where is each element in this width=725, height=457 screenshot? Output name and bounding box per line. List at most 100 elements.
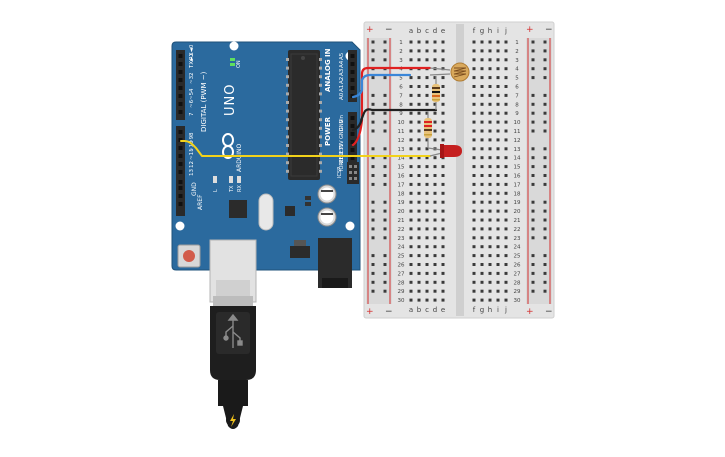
breadboard-hole[interactable] — [472, 218, 476, 222]
breadboard-hole[interactable] — [417, 227, 421, 231]
breadboard-hole[interactable] — [425, 138, 429, 142]
rail-hole[interactable] — [383, 120, 387, 124]
breadboard-hole[interactable] — [417, 191, 421, 195]
icsp-pin[interactable] — [349, 171, 352, 174]
breadboard-hole[interactable] — [480, 191, 484, 195]
breadboard-hole[interactable] — [417, 165, 421, 169]
breadboard-hole[interactable] — [504, 138, 508, 142]
breadboard-hole[interactable] — [409, 85, 413, 88]
breadboard-hole[interactable] — [425, 147, 429, 151]
rail-hole[interactable] — [543, 218, 547, 222]
breadboard-hole[interactable] — [409, 280, 413, 284]
rail-hole[interactable] — [371, 76, 375, 80]
breadboard-hole[interactable] — [488, 102, 492, 106]
breadboard-hole[interactable] — [504, 102, 508, 106]
breadboard-hole[interactable] — [425, 49, 429, 53]
rail-hole[interactable] — [371, 147, 375, 151]
rail-hole[interactable] — [531, 174, 535, 177]
breadboard-hole[interactable] — [480, 138, 484, 142]
breadboard-hole[interactable] — [488, 209, 492, 213]
header-pin[interactable] — [178, 180, 183, 184]
breadboard-hole[interactable] — [480, 67, 484, 71]
breadboard-hole[interactable] — [409, 165, 413, 169]
breadboard-hole[interactable] — [504, 93, 508, 97]
breadboard-hole[interactable] — [480, 263, 484, 266]
breadboard-hole[interactable] — [433, 263, 437, 266]
digital-pin[interactable] — [178, 86, 183, 90]
rail-hole[interactable] — [543, 263, 547, 266]
analog-pin[interactable] — [350, 70, 355, 74]
rail-hole[interactable] — [531, 165, 535, 169]
breadboard-hole[interactable] — [488, 138, 492, 142]
breadboard-hole[interactable] — [488, 129, 492, 133]
rail-hole[interactable] — [543, 156, 547, 160]
resistor-led[interactable] — [424, 112, 432, 148]
breadboard-hole[interactable] — [488, 174, 492, 177]
wire-pin9-yellow[interactable] — [180, 140, 431, 157]
digital-pin[interactable] — [178, 110, 183, 114]
analog-pin[interactable] — [350, 62, 355, 66]
power-pin[interactable] — [350, 156, 355, 160]
breadboard-hole[interactable] — [441, 227, 445, 231]
rail-hole[interactable] — [543, 209, 547, 213]
resistor-ldr[interactable] — [432, 76, 440, 110]
rail-hole[interactable] — [371, 174, 375, 177]
breadboard-hole[interactable] — [425, 111, 429, 115]
breadboard-hole[interactable] — [441, 85, 445, 88]
breadboard-hole[interactable] — [441, 174, 445, 177]
breadboard-hole[interactable] — [496, 280, 500, 284]
breadboard-hole[interactable] — [433, 120, 437, 124]
breadboard-hole[interactable] — [472, 174, 476, 177]
rail-hole[interactable] — [371, 271, 375, 275]
breadboard-hole[interactable] — [409, 120, 413, 124]
rail-hole[interactable] — [371, 209, 375, 213]
rail-hole[interactable] — [371, 165, 375, 169]
breadboard-hole[interactable] — [496, 200, 500, 204]
breadboard-hole[interactable] — [433, 218, 437, 222]
red-led[interactable] — [427, 144, 462, 158]
breadboard-hole[interactable] — [425, 174, 429, 177]
breadboard-hole[interactable] — [488, 58, 492, 62]
rail-hole[interactable] — [543, 280, 547, 284]
breadboard-hole[interactable] — [496, 245, 500, 249]
breadboard-hole[interactable] — [441, 218, 445, 222]
breadboard-hole[interactable] — [504, 85, 508, 88]
breadboard-hole[interactable] — [504, 49, 508, 53]
breadboard-hole[interactable] — [417, 58, 421, 62]
breadboard-hole[interactable] — [480, 245, 484, 249]
breadboard-hole[interactable] — [472, 271, 476, 275]
breadboard-hole[interactable] — [417, 289, 421, 293]
breadboard-hole[interactable] — [504, 227, 508, 231]
breadboard-hole[interactable] — [504, 254, 508, 258]
breadboard-hole[interactable] — [480, 236, 484, 240]
rail-hole[interactable] — [383, 218, 387, 222]
breadboard-hole[interactable] — [433, 174, 437, 177]
breadboard-hole[interactable] — [417, 111, 421, 115]
breadboard-hole[interactable] — [504, 191, 508, 195]
breadboard-hole[interactable] — [496, 76, 500, 80]
breadboard-hole[interactable] — [496, 174, 500, 177]
icsp-pin[interactable] — [354, 171, 357, 174]
breadboard-hole[interactable] — [417, 147, 421, 151]
rail-hole[interactable] — [543, 102, 547, 106]
breadboard-hole[interactable] — [496, 138, 500, 142]
breadboard-hole[interactable] — [488, 218, 492, 222]
breadboard-hole[interactable] — [433, 200, 437, 204]
breadboard-hole[interactable] — [417, 102, 421, 106]
rail-hole[interactable] — [531, 40, 535, 44]
breadboard-hole[interactable] — [504, 209, 508, 213]
breadboard-hole[interactable] — [488, 165, 492, 169]
breadboard-hole[interactable] — [472, 280, 476, 284]
breadboard-hole[interactable] — [480, 165, 484, 169]
analog-pin[interactable] — [350, 78, 355, 82]
breadboard-hole[interactable] — [433, 236, 437, 240]
rail-hole[interactable] — [531, 93, 535, 97]
rail-hole[interactable] — [531, 236, 535, 240]
breadboard-hole[interactable] — [496, 49, 500, 53]
rail-hole[interactable] — [371, 236, 375, 240]
breadboard-hole[interactable] — [504, 280, 508, 284]
breadboard-hole[interactable] — [441, 280, 445, 284]
breadboard-hole[interactable] — [472, 236, 476, 240]
breadboard-hole[interactable] — [409, 129, 413, 133]
